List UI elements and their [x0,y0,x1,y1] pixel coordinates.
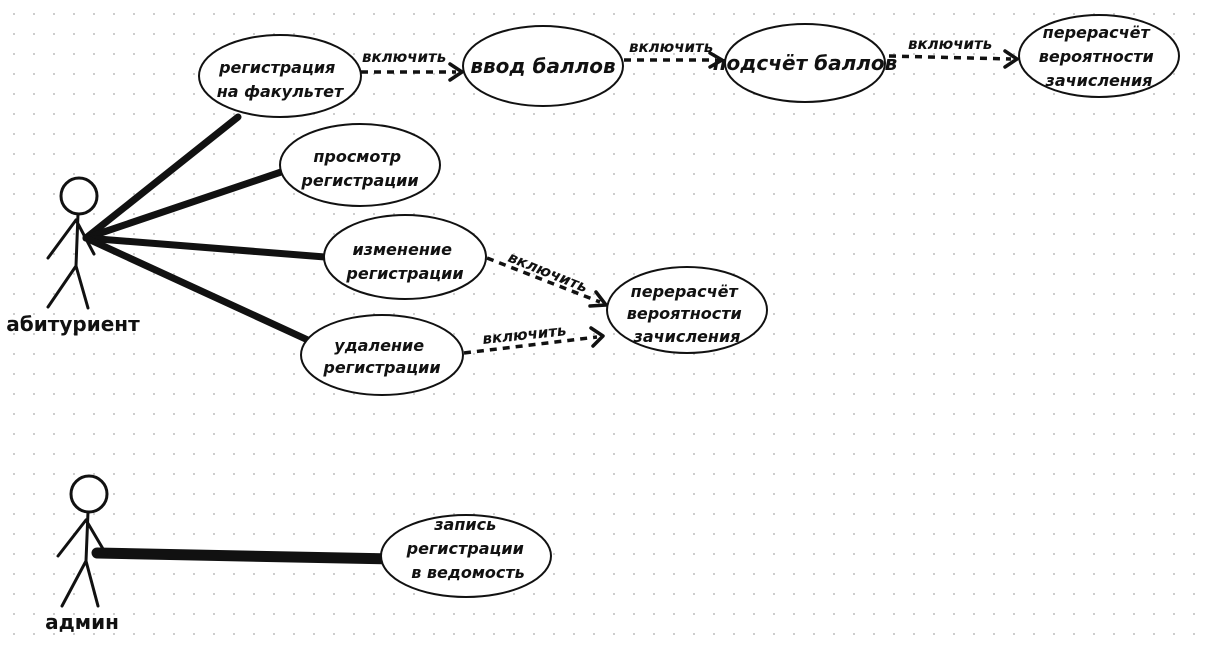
svg-text:просмотр регистрации: просмотр регистрации [300,147,418,190]
use-case-enter-scores: ввод баллов [462,25,624,107]
use-case-label: изменение [352,240,452,259]
use-case-label: вероятности [627,304,742,323]
use-case-delete-registration: удаление регистрации [300,314,464,396]
arrowhead-icon [1003,49,1019,69]
include-label: включить [482,321,568,348]
arrowhead-icon [708,51,724,69]
svg-text:перерасчёт вероятности: перерасчёт вероятности зачисления [1039,23,1160,90]
use-case-record-registration: запись регистрации в ведомость [380,514,552,598]
use-case-label: вероятности [1039,47,1154,66]
actor-name-applicant: абитуриент [6,312,140,336]
association-applicant-delete [82,234,314,345]
include-arrow-count-to-recalc [888,54,1012,61]
svg-text:перерасчёт вероятности: перерасчёт вероятности зачисления [627,282,748,346]
use-case-label: регистрация [218,58,335,77]
actor-applicant: абитуриент [6,176,140,336]
use-case-register-faculty: регистрация на факультет [198,34,362,118]
arrowhead-icon [589,326,605,348]
use-case-label: в ведомость [411,563,525,582]
use-case-label: регистрации [345,264,463,283]
associations [82,113,398,565]
association-admin-record [91,547,398,565]
stick-figure-icon [56,510,108,608]
include-label: включить [506,248,591,296]
use-case-label: регистрации [300,171,418,190]
use-case-label: перерасчёт [631,282,740,301]
association-applicant-edit [82,234,329,261]
use-case-label: зачисления [633,327,741,346]
svg-text:регистрация на факультет: регистрация на факультет [217,58,345,101]
actor-head-icon [69,474,109,514]
use-case-edit-registration: изменение регистрации [323,214,487,300]
actor-head-icon [59,176,99,216]
stick-figure-icon [46,212,96,310]
svg-text:запись регистрации: запись регистрации в ведомость [406,515,530,582]
include-relations [361,49,1019,355]
actor-admin: админ [45,474,119,634]
use-case-label: просмотр [313,147,401,166]
use-case-recalc-top: перерасчёт вероятности зачисления [1018,14,1180,98]
use-case-view-registration: просмотр регистрации [279,123,441,207]
use-case-label: регистрации [322,358,440,377]
actor-name-admin: админ [45,610,119,634]
use-case-label: запись [433,515,496,534]
association-applicant-register [82,113,242,242]
include-label: включить [629,38,713,56]
use-case-label: регистрации [406,539,524,558]
use-case-label: на факультет [217,82,345,101]
use-case-count-scores: подсчёт баллов [713,23,898,103]
include-label: включить [362,48,446,66]
association-applicant-view [82,166,291,242]
svg-text:ввод баллов: ввод баллов [470,54,615,78]
arrowhead-icon [448,62,464,82]
arrowhead-icon [588,290,608,308]
use-case-recalc-mid: перерасчёт вероятности зачисления [606,266,768,354]
svg-text:подсчёт баллов: подсчёт баллов [713,51,898,75]
use-case-label: удаление [334,336,424,355]
use-case-label: зачисления [1045,71,1153,90]
use-case-label: подсчёт баллов [713,51,898,75]
svg-text:изменение регистрации: изменение регистрации [345,240,463,283]
include-arrow-delete-to-recalc [463,335,598,355]
use-case-label: ввод баллов [470,54,615,78]
svg-text:удаление регистрации: удаление регистрации [322,336,440,377]
include-label: включить [908,35,992,53]
use-case-label: перерасчёт [1043,23,1152,42]
